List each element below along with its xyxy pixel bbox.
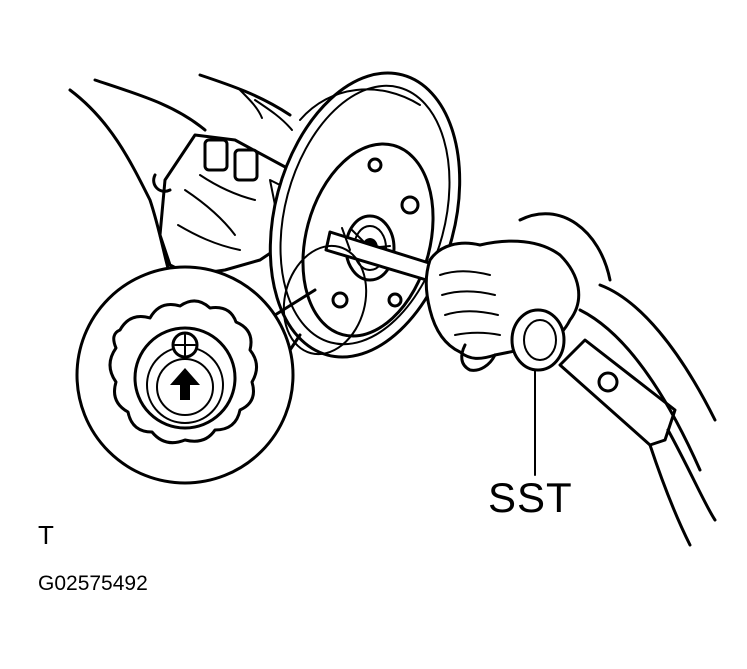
brake-caliper — [152, 133, 307, 277]
arm-sleeve — [578, 283, 717, 472]
hammer — [558, 338, 717, 547]
up-arrow-icon — [170, 368, 200, 400]
sst-label: SST — [488, 474, 573, 521]
sst-handle — [510, 308, 566, 372]
callout-connector — [273, 244, 368, 356]
suspension-housing — [68, 73, 293, 277]
corner-mark: T — [38, 520, 54, 550]
figure-code: G02575492 — [38, 572, 148, 595]
